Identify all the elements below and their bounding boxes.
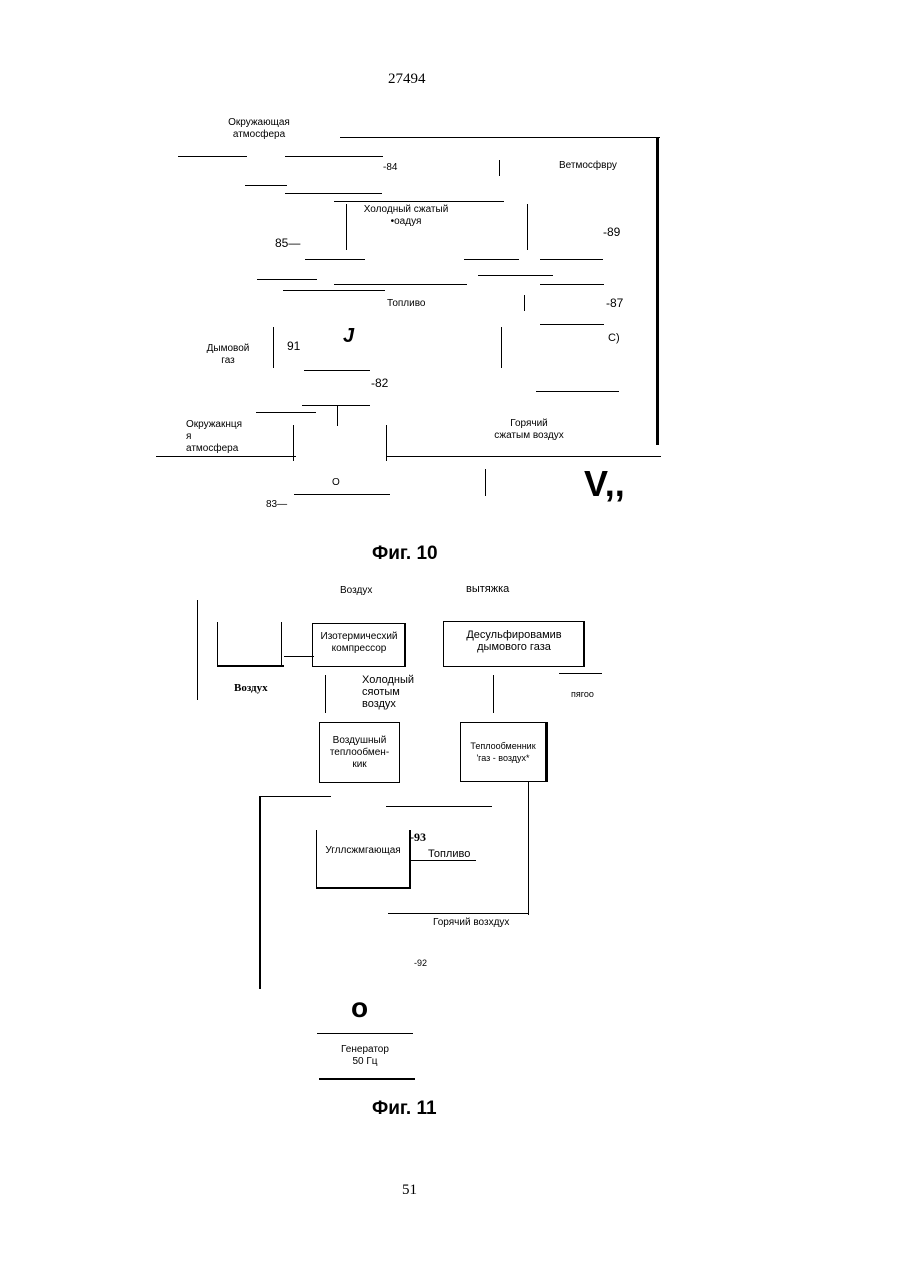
line [524, 295, 525, 311]
cold-compressed-air-label: Холодный сяотым воздух [362, 674, 414, 710]
line [334, 201, 504, 202]
ref-83: 83— [266, 499, 287, 511]
line [273, 327, 274, 368]
page-number-top: 27494 [388, 71, 426, 88]
ambient-atmosphere-top-label: Окружающая атмосфера [221, 117, 297, 141]
exhaust-label: вытяжка [466, 583, 509, 595]
glyph-v: V,, [584, 463, 625, 505]
line [559, 673, 602, 674]
line [156, 456, 296, 457]
line [493, 675, 494, 713]
line [325, 675, 326, 713]
figure-10-caption: Фиг. 10 [372, 543, 438, 565]
hot-air-label: Горячий возхдух [433, 917, 509, 929]
ref-91: 91 [287, 339, 300, 353]
line [540, 324, 604, 325]
line [536, 391, 619, 392]
line [197, 600, 198, 700]
combustor-label: Угллсжмгающая [318, 845, 408, 857]
pyagoo-label: пягоо [571, 688, 594, 700]
line [464, 259, 519, 260]
line [302, 405, 370, 406]
line [259, 796, 331, 797]
line [178, 156, 247, 157]
line [478, 275, 553, 276]
line [256, 412, 316, 413]
line [409, 860, 476, 861]
glyph-c: С) [608, 332, 620, 344]
line [316, 830, 317, 888]
line [540, 259, 603, 260]
line [284, 656, 314, 657]
line [317, 1033, 413, 1034]
line [281, 622, 282, 666]
vent-label: Ветмосфвру [559, 160, 617, 172]
flue-gas-label: Дымовой газ [201, 343, 255, 367]
line [217, 622, 218, 666]
line [304, 370, 370, 371]
generator-label: Генератор 50 Гц [317, 1044, 413, 1068]
isothermal-compressor-label: Изотермичесхий компрессор [312, 631, 406, 655]
line [340, 137, 660, 138]
cold-compressed-air-label: Холодный сжатый •оадуя [356, 204, 456, 228]
glyph-j: J [343, 325, 354, 348]
ref-89: -89 [603, 225, 620, 239]
ref-87: -87 [606, 296, 623, 310]
line [319, 1078, 415, 1080]
line [386, 806, 492, 807]
line [540, 284, 604, 285]
line [485, 469, 486, 496]
air-left-label: Воздух [234, 682, 268, 694]
ref-84: -84 [383, 162, 397, 174]
ref-92: -92 [414, 957, 427, 969]
line [337, 405, 338, 426]
air-top-label: Воздух [340, 585, 372, 597]
hot-compressed-air-label: Горячий сжатым воздух [488, 418, 570, 442]
line [257, 279, 317, 280]
ref-82: -82 [371, 376, 388, 390]
line [305, 259, 365, 260]
line [527, 204, 528, 250]
ambient-atmosphere-bottom-label: Окружакнця я атмосфера [186, 419, 242, 455]
figure-11-caption: Фиг. 11 [372, 1098, 437, 1120]
line [334, 284, 467, 285]
desulfurization-label: Десульфировамив дымового газа [443, 629, 585, 653]
line [346, 204, 347, 250]
line [245, 185, 287, 186]
line [501, 327, 502, 368]
line [316, 887, 411, 889]
line [217, 665, 284, 667]
air-heat-exchanger-label: Воздушный теплообмен- кик [319, 735, 400, 771]
line [656, 137, 659, 445]
gas-air-heat-exchanger-label: Теплообменник 'газ - воздух* [460, 740, 546, 764]
fuel-label: Топливо [387, 298, 426, 310]
fuel-label: Топливо [428, 848, 470, 860]
line [528, 782, 529, 915]
line [285, 156, 383, 157]
glyph-o: О [332, 477, 340, 489]
line [388, 913, 528, 914]
line [294, 494, 390, 495]
line [499, 160, 500, 176]
glyph-o: o [351, 993, 368, 1023]
line [283, 290, 385, 291]
ref-93: -93 [410, 830, 426, 845]
ref-85: 85— [275, 236, 300, 250]
page-number-bottom: 51 [402, 1182, 417, 1199]
line [285, 193, 382, 194]
line [386, 456, 661, 457]
line [259, 796, 261, 989]
